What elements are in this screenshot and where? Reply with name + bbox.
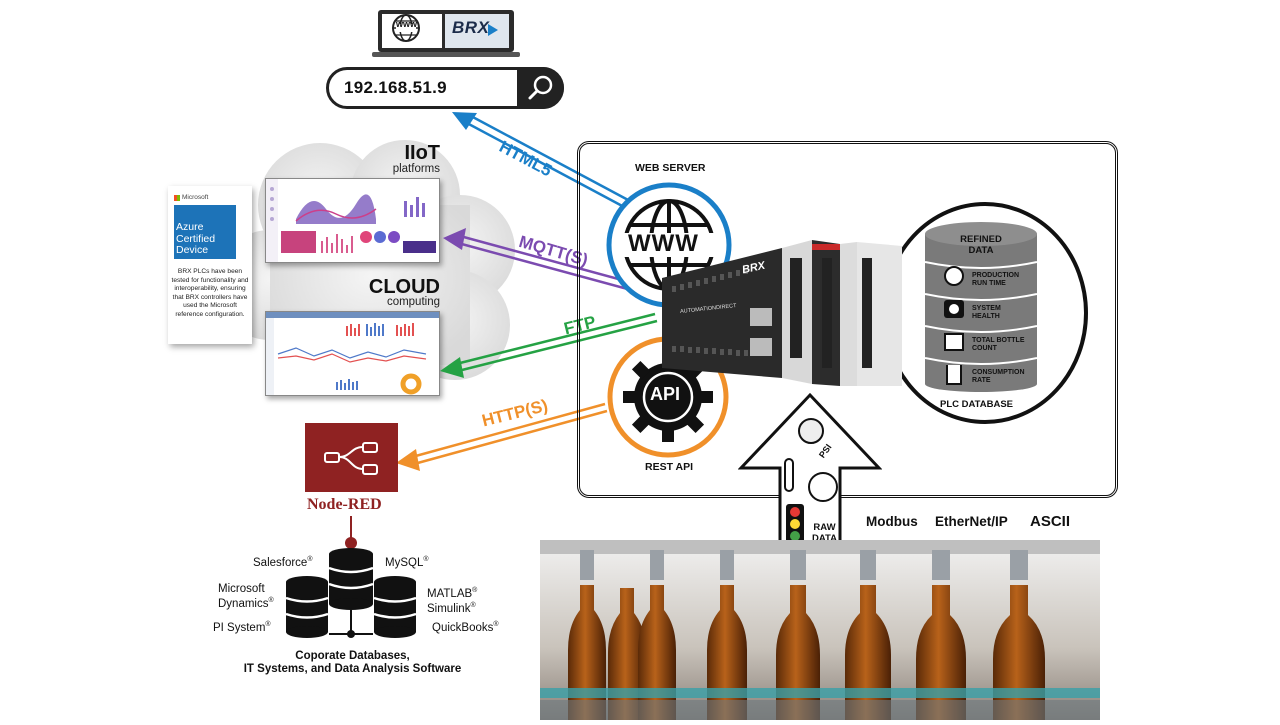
html5-arrowhead [452,112,477,130]
protocol-modbus: Modbus [866,514,918,529]
refined-data-title-line-2: DATA [968,245,994,256]
dial-gauge-icon [808,472,838,502]
refined-item-1: PRODUCTION RUN TIME [972,272,1019,287]
abacus-icon [944,333,964,351]
refined-item-3-line-2: COUNT [972,344,997,352]
databases-caption-line-2: IT Systems, and Data Analysis Software [243,663,462,675]
www-text: WWW [628,230,699,257]
db-pi-system: PI System® [213,621,271,634]
cloud-subtitle: computing [386,296,440,308]
address-bar-value[interactable]: 192.168.51.9 [344,78,447,97]
traffic-light-icon [786,504,804,544]
html5-arrow [464,113,631,210]
protocol-ascii: ASCII [1030,513,1071,530]
rest-api-label: REST API [645,461,694,473]
refined-item-1-line-1: PRODUCTION [972,272,1020,279]
raw-data-line-1: RAW [813,522,836,533]
ftp-arrow [455,312,658,373]
microsoft-logo-icon [174,195,180,201]
db-mysql: MySQL® [385,556,429,569]
refined-item-4-line-1: CONSUMPTION [972,369,1025,376]
mqtt-arrowhead [443,228,466,250]
web-server-label: WEB SERVER [635,162,706,174]
search-icon [528,75,553,100]
azure-badge-line-2: Certified [176,232,216,245]
azure-badge-line-3: Device [176,244,209,256]
raw-data-label: RAW DATA [812,522,837,544]
laptop-brx-logo: BRX [452,18,490,37]
node-red-connector-dot [345,537,357,549]
databases-caption: Coporate Databases, IT Systems, and Data… [200,650,505,676]
refined-item-2: SYSTEM HEALTH [972,305,1001,320]
pressure-gauge-icon [798,418,824,444]
db-matlab-simulink: MATLAB® Simulink® [427,587,478,615]
plc-hardware-image [662,238,910,388]
http-arrowhead [396,449,420,471]
node-red-logo [305,423,398,492]
node-red-flow-icon [324,442,378,475]
beaker-icon [946,365,962,385]
azure-badge: Azure Certified Device [174,205,236,259]
refined-data-title: REFINED DATA [954,234,1008,256]
protocol-ethernet-ip: EtherNet/IP [935,514,1008,529]
raw-data-line-2: DATA [812,533,837,544]
thermometer-icon [784,458,794,492]
iiot-title: IIoT [404,142,440,164]
refined-item-4-line-2: RATE [972,376,991,384]
search-button[interactable] [517,67,564,109]
api-text: API [650,384,681,404]
http-arrow [411,402,608,466]
ftp-arrowhead [440,357,464,378]
brx-logo-arrow-icon [488,24,498,36]
refined-item-1-line-2: RUN TIME [972,279,1006,287]
refined-data-cylinder [924,222,1038,392]
db-salesforce: Salesforce® [253,556,313,569]
db-quickbooks: QuickBooks® [432,621,499,634]
raw-data-arrow [737,392,883,552]
refined-data-title-line-1: REFINED [960,234,1002,245]
node-red-label: Node-RED [307,496,382,513]
database-cluster-icon [285,548,417,648]
azure-description: BRX PLCs have been tested for functional… [171,268,249,318]
plc-container-box [577,141,1118,498]
bottling-line-photo [540,540,1100,720]
globe-icon [391,13,421,43]
plc-database-label: PLC DATABASE [940,399,1014,410]
cloud-dashboard-screenshot [265,311,440,396]
iiot-subtitle: platforms [392,163,440,175]
cloud-title: CLOUD [368,276,440,298]
refined-item-3-line-1: TOTAL BOTTLE [972,337,1025,344]
azure-brand: Microsoft [182,194,209,201]
refined-item-3: TOTAL BOTTLE COUNT [972,337,1025,352]
laptop-www-text: www [396,19,418,29]
refined-item-2-line-2: HEALTH [972,312,1000,320]
clock-icon [944,266,964,286]
refined-item-4: CONSUMPTION RATE [972,369,1025,384]
health-icon [944,300,964,318]
refined-item-2-line-1: SYSTEM [972,305,1001,312]
azure-badge-line-1: Azure [176,221,204,233]
databases-caption-line-1: Coporate Databases, [295,650,410,662]
iiot-dashboard-screenshot [265,178,440,263]
db-microsoft-dynamics: Microsoft Dynamics® [218,583,274,610]
node-red-connector [350,516,352,540]
